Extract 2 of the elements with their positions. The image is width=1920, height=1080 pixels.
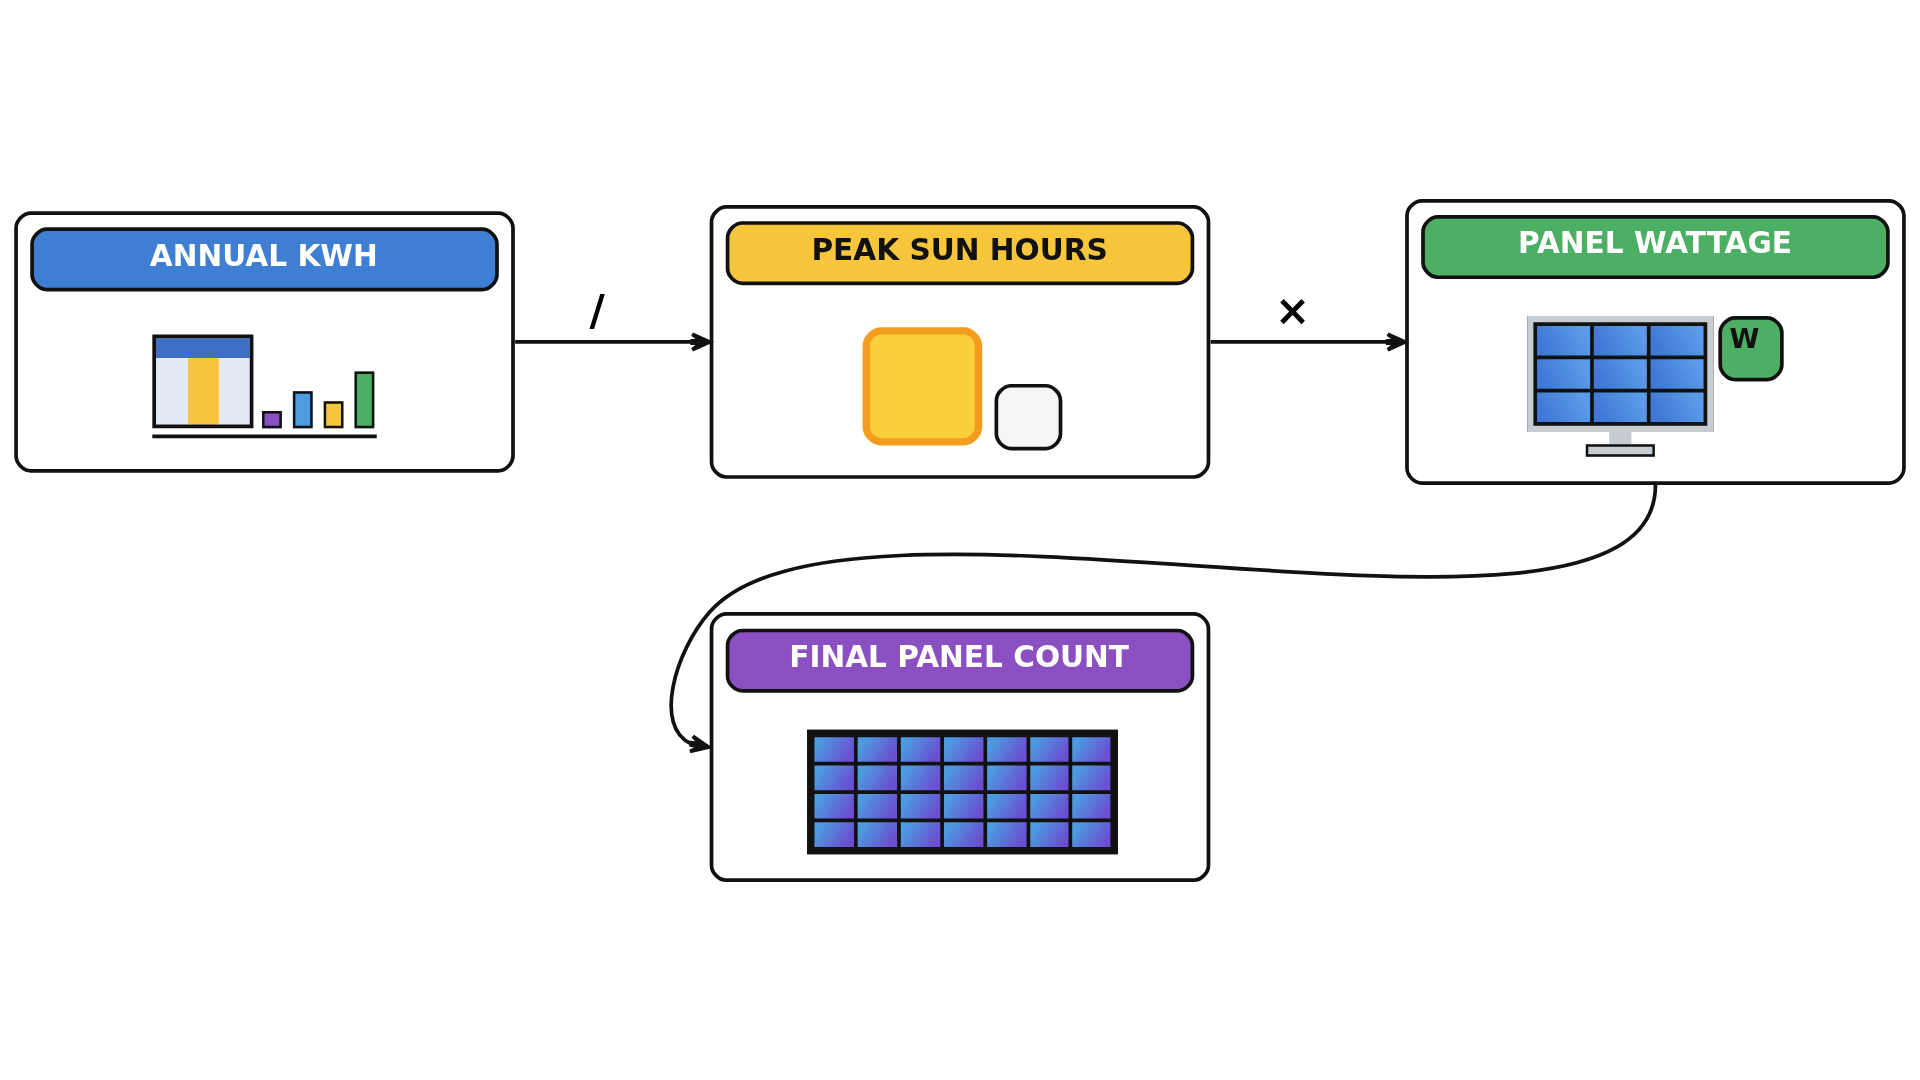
edge-label: /: [589, 285, 605, 335]
edge-label: ×: [1275, 285, 1311, 335]
